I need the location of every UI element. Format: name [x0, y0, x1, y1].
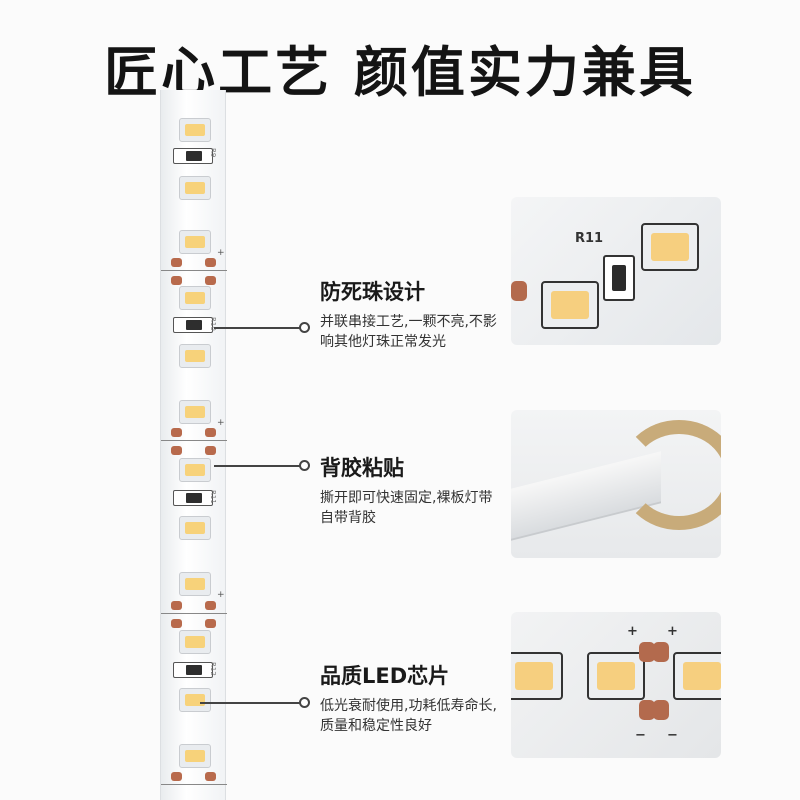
copper-pad — [171, 772, 182, 781]
led-chip — [641, 223, 699, 271]
resistor — [173, 317, 213, 333]
minus-mark: − — [635, 728, 646, 743]
resistor-label: R12 — [209, 662, 217, 676]
cut-line — [161, 613, 227, 614]
led-chip — [179, 176, 211, 200]
connector-line — [214, 465, 302, 467]
resistor — [603, 255, 635, 301]
copper-pad — [639, 642, 655, 662]
led-chip — [179, 516, 211, 540]
headline: 匠心工艺 颜值实力兼具 — [104, 41, 696, 104]
plus-mark: + — [217, 590, 225, 600]
resistor-closeup-photo: R11 — [511, 197, 721, 345]
led-chip — [179, 572, 211, 596]
connector-dot — [299, 460, 310, 471]
plus-mark: + — [217, 418, 225, 428]
copper-pad — [171, 601, 182, 610]
led-chip — [179, 230, 211, 254]
copper-pad — [653, 700, 669, 720]
connector-dot — [299, 697, 310, 708]
led-chip — [673, 652, 721, 700]
copper-pad — [171, 276, 182, 285]
copper-pad — [205, 276, 216, 285]
copper-pad — [653, 642, 669, 662]
copper-pad — [171, 258, 182, 267]
cut-line — [161, 440, 227, 441]
tape-curl — [619, 420, 721, 530]
feature-desc: 撕开即可快速固定,裸板灯带自带背胶 — [320, 490, 493, 526]
led-chip — [179, 118, 211, 142]
feature-title: 背胶粘贴 — [320, 456, 404, 480]
copper-pad — [639, 700, 655, 720]
copper-pad — [205, 601, 216, 610]
adhesive-tape-photo — [511, 410, 721, 558]
connector-dot — [299, 322, 310, 333]
copper-pad — [205, 428, 216, 437]
feature-title: 防死珠设计 — [320, 280, 425, 304]
feature-title: 品质LED芯片 — [320, 664, 450, 688]
led-chip — [541, 281, 599, 329]
led-chip-closeup-photo: + + − − — [511, 612, 721, 758]
feature-adhesive-back: 背胶粘贴 撕开即可快速固定,裸板灯带自带背胶 — [320, 452, 500, 528]
feature-desc: 低光衰耐使用,功耗低寿命长,质量和稳定性良好 — [320, 698, 497, 734]
led-strip-image: R9 + R10 + R11 + R12 — [160, 90, 227, 800]
led-chip — [179, 688, 211, 712]
connector-line — [200, 702, 302, 704]
copper-pad — [171, 619, 182, 628]
copper-pad — [205, 619, 216, 628]
led-chip — [179, 400, 211, 424]
copper-pad — [205, 772, 216, 781]
feature-quality-led-chip: 品质LED芯片 低光衰耐使用,功耗低寿命长,质量和稳定性良好 — [320, 660, 500, 736]
copper-pad — [511, 281, 527, 301]
resistor — [173, 490, 213, 506]
plus-mark: + — [217, 248, 225, 258]
resistor — [173, 662, 213, 678]
led-chip — [587, 652, 645, 700]
led-chip — [179, 458, 211, 482]
cut-line — [161, 784, 227, 785]
copper-pad — [171, 446, 182, 455]
feature-anti-dead-bead: 防死珠设计 并联串接工艺,一颗不亮,不影响其他灯珠正常发光 — [320, 276, 500, 352]
copper-pad — [205, 258, 216, 267]
resistor-label: R11 — [209, 490, 217, 504]
led-chip — [179, 744, 211, 768]
minus-mark: − — [667, 728, 678, 743]
resistor-label: R9 — [209, 148, 217, 158]
copper-pad — [171, 428, 182, 437]
plus-mark: + — [667, 624, 678, 639]
plus-mark: + — [627, 624, 638, 639]
feature-desc: 并联串接工艺,一颗不亮,不影响其他灯珠正常发光 — [320, 314, 497, 350]
led-chip — [179, 344, 211, 368]
led-chip — [179, 630, 211, 654]
resistor-label: R11 — [575, 231, 604, 246]
led-chip — [179, 286, 211, 310]
cut-line — [161, 270, 227, 271]
copper-pad — [205, 446, 216, 455]
resistor — [173, 148, 213, 164]
led-chip — [511, 652, 563, 700]
connector-line — [214, 327, 302, 329]
